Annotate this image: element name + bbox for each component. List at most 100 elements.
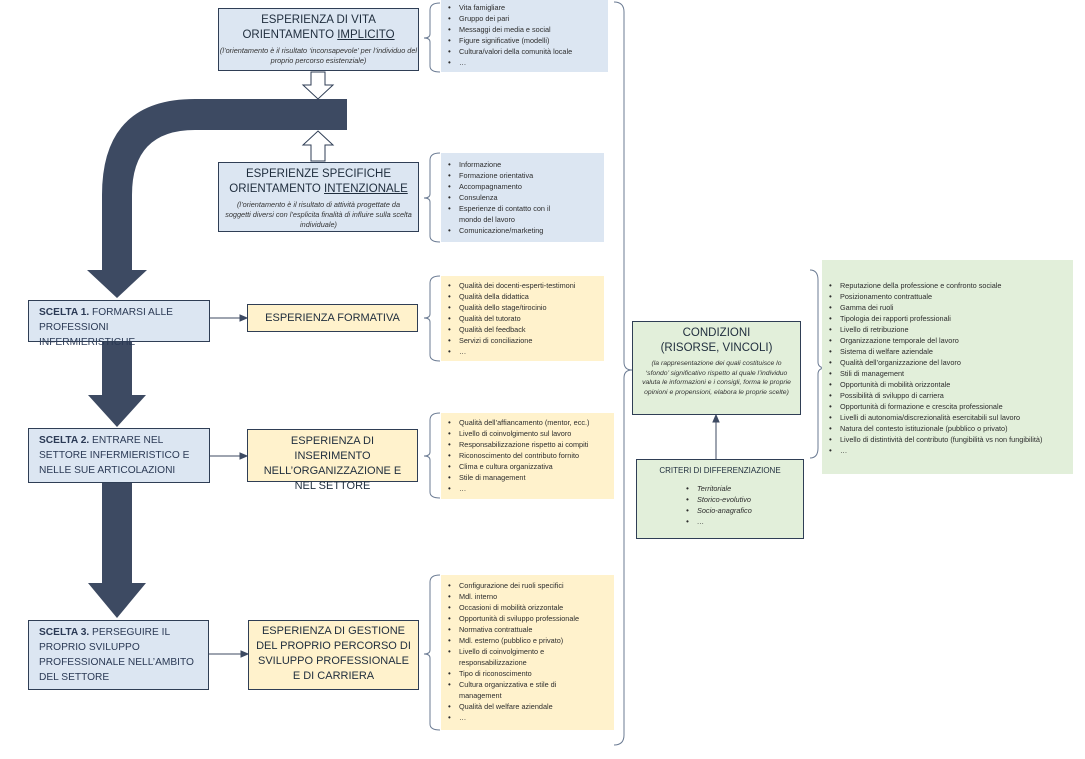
implicit-subtitle: (l’orientamento è il risultato ‘inconsap… (219, 46, 418, 65)
list-item: Reputazione della professione e confront… (829, 280, 1073, 291)
training-experience-box: ESPERIENZA FORMATIVA (247, 304, 418, 332)
list-item: Messaggi dei media e social (448, 24, 608, 35)
list-item: Cultura/valori della comunità locale (448, 46, 608, 57)
implicit-factors-list: Vita famigliare Gruppo dei pari Messaggi… (441, 0, 608, 72)
list-item: Opportunità di mobilità orizzontale (829, 379, 1073, 390)
conditions-subtitle: (la rappresentazione dei quali costituis… (642, 360, 791, 396)
list-item: Storico-evolutivo (686, 494, 803, 505)
flow-arrow-1-2 (88, 342, 146, 427)
onboarding-experience-title: ESPERIENZA DI INSERIMENTO NELL’ORGANIZZA… (263, 435, 402, 492)
choice-2-label: SCELTA 2. (39, 435, 90, 446)
list-item: Livello di retribuzione (829, 324, 1073, 335)
list-item: Stili di management (829, 368, 1073, 379)
list-item: Territoriale (686, 483, 803, 494)
list-item: … (448, 712, 584, 723)
career-factors-list: Configurazione dei ruoli specifici Mdl. … (441, 575, 614, 730)
list-item: Cultura organizzativa e stile di managem… (448, 679, 584, 701)
list-item: Qualità dello stage/tirocinio (448, 302, 604, 313)
training-factors-list: Qualità dei docenti-esperti-testimoni Qu… (441, 276, 604, 361)
list-item: Tipologia dei rapporti professionali (829, 313, 1073, 324)
list-item: Vita famigliare (448, 2, 608, 13)
onboarding-experience-box: ESPERIENZA DI INSERIMENTO NELL’ORGANIZZA… (247, 429, 418, 492)
criteria-list: Territoriale Storico-evolutivo Socio-ana… (637, 483, 803, 527)
list-item: … (829, 445, 1073, 456)
list-item: Opportunità di sviluppo professionale (448, 613, 584, 624)
list-item: Mdl. interno (448, 591, 584, 602)
intentional-title-line2: ORIENTAMENTO INTENZIONALE (229, 183, 408, 195)
list-item: Qualità della didattica (448, 291, 604, 302)
list-item: Clima e cultura organizzativa (448, 461, 614, 472)
list-item: Qualità dell’organizzazione del lavoro (829, 357, 1073, 368)
list-item: Esperienze di contatto con il mondo del … (448, 203, 584, 225)
list-item: Organizzazione temporale del lavoro (829, 335, 1073, 346)
hollow-arrow-down (301, 71, 335, 100)
conditions-title-line2: (RISORSE, VINCOLI) (660, 342, 773, 354)
intentional-title-line1: ESPERIENZE SPECIFICHE (245, 168, 392, 180)
list-item: Natura del contesto istituzionale (pubbl… (829, 423, 1073, 434)
list-item: Comunicazione/marketing (448, 225, 584, 236)
curved-flow-arrow (87, 99, 347, 298)
list-item: Accompagnamento (448, 181, 584, 192)
list-item: Gruppo dei pari (448, 13, 608, 24)
list-item: Sistema di welfare aziendale (829, 346, 1073, 357)
flow-arrow-2-3 (88, 483, 146, 618)
choice-3-text: PERSEGUIRE IL PROPRIO SVILUPPO PROFESSIO… (39, 627, 194, 683)
list-item: Livello di coinvolgimento sul lavoro (448, 428, 614, 439)
list-item: Figure significative (modelli) (448, 35, 608, 46)
list-item: Qualità del welfare aziendale (448, 701, 584, 712)
list-item: Stile di management (448, 472, 614, 483)
list-item: Gamma dei ruoli (829, 302, 1073, 313)
list-item: … (448, 57, 608, 68)
list-item: Tipo di riconoscimento (448, 668, 584, 679)
conditions-factors-list: Reputazione della professione e confront… (822, 260, 1073, 474)
list-item: Occasioni di mobilità orizzontale (448, 602, 584, 613)
criteria-box: CRITERI DI DIFFERENZIAZIONE Territoriale… (636, 459, 804, 539)
list-item: Livello di distintività del contributo (… (829, 434, 1073, 445)
choice-1-box: SCELTA 1. FORMARSI ALLE PROFESSIONI INFE… (28, 300, 210, 348)
list-item: Configurazione dei ruoli specifici (448, 580, 584, 591)
choice-2-box: SCELTA 2. ENTRARE NEL SETTORE INFERMIERI… (28, 428, 210, 483)
list-item: Mdl. esterno (pubblico e privato) (448, 635, 584, 646)
list-item: … (448, 346, 604, 357)
list-item: Posizionamento contrattuale (829, 291, 1073, 302)
implicit-keyword: IMPLICITO (337, 29, 395, 41)
conditions-box: CONDIZIONI (RISORSE, VINCOLI) (la rappre… (632, 321, 801, 415)
choice-3-box: SCELTA 3. PERSEGUIRE IL PROPRIO SVILUPPO… (28, 620, 209, 690)
choice-1-label: SCELTA 1. (39, 307, 90, 318)
list-item: Servizi di conciliazione (448, 335, 604, 346)
list-item: Informazione (448, 159, 584, 170)
intentional-factors-list: Informazione Formazione orientativa Acco… (441, 153, 604, 242)
intentional-subtitle: (l’orientamento è il risultato di attivi… (225, 200, 412, 229)
implicit-title-line2: ORIENTAMENTO IMPLICITO (242, 29, 395, 41)
list-item: Possibilità di sviluppo di carriera (829, 390, 1073, 401)
list-item: … (686, 516, 803, 527)
list-item: Normativa contrattuale (448, 624, 584, 635)
training-experience-title: ESPERIENZA FORMATIVA (265, 312, 400, 324)
list-item: Qualità del feedback (448, 324, 604, 335)
career-experience-title: ESPERIENZA DI GESTIONE DEL PROPRIO PERCO… (256, 625, 411, 682)
list-item: Formazione orientativa (448, 170, 584, 181)
list-item: Socio-anagrafico (686, 505, 803, 516)
list-item: Responsabilizzazione rispetto ai compiti (448, 439, 614, 450)
onboarding-factors-list: Qualità dell’affiancamento (mentor, ecc.… (441, 413, 614, 499)
implicit-orientation-box: ESPERIENZA DI VITA ORIENTAMENTO IMPLICIT… (218, 8, 419, 71)
list-item: Consulenza (448, 192, 584, 203)
list-item: Qualità dell’affiancamento (mentor, ecc.… (448, 417, 614, 428)
hollow-arrow-up (301, 130, 335, 162)
choice-3-label: SCELTA 3. (39, 627, 90, 638)
list-item: Livelli di autonomia/discrezionalità ese… (829, 412, 1073, 423)
conditions-title-line1: CONDIZIONI (682, 327, 751, 339)
intentional-orientation-box: ESPERIENZE SPECIFICHE ORIENTAMENTO INTEN… (218, 162, 419, 232)
list-item: … (448, 483, 614, 494)
list-item: Riconoscimento del contributo fornito (448, 450, 614, 461)
choice-2-text: ENTRARE NEL SETTORE INFERMIERISTICO E NE… (39, 435, 190, 476)
choice-1-text: FORMARSI ALLE PROFESSIONI INFERMIERISTIC… (39, 307, 173, 348)
intentional-keyword: INTENZIONALE (324, 183, 408, 195)
career-experience-box: ESPERIENZA DI GESTIONE DEL PROPRIO PERCO… (248, 620, 419, 690)
list-item: Livello di coinvolgimento e responsabili… (448, 646, 584, 668)
list-item: Opportunità di formazione e crescita pro… (829, 401, 1073, 412)
criteria-title: CRITERI DI DIFFERENZIAZIONE (659, 466, 781, 475)
list-item: Qualità dei docenti-esperti-testimoni (448, 280, 604, 291)
list-item: Qualità del tutorato (448, 313, 604, 324)
